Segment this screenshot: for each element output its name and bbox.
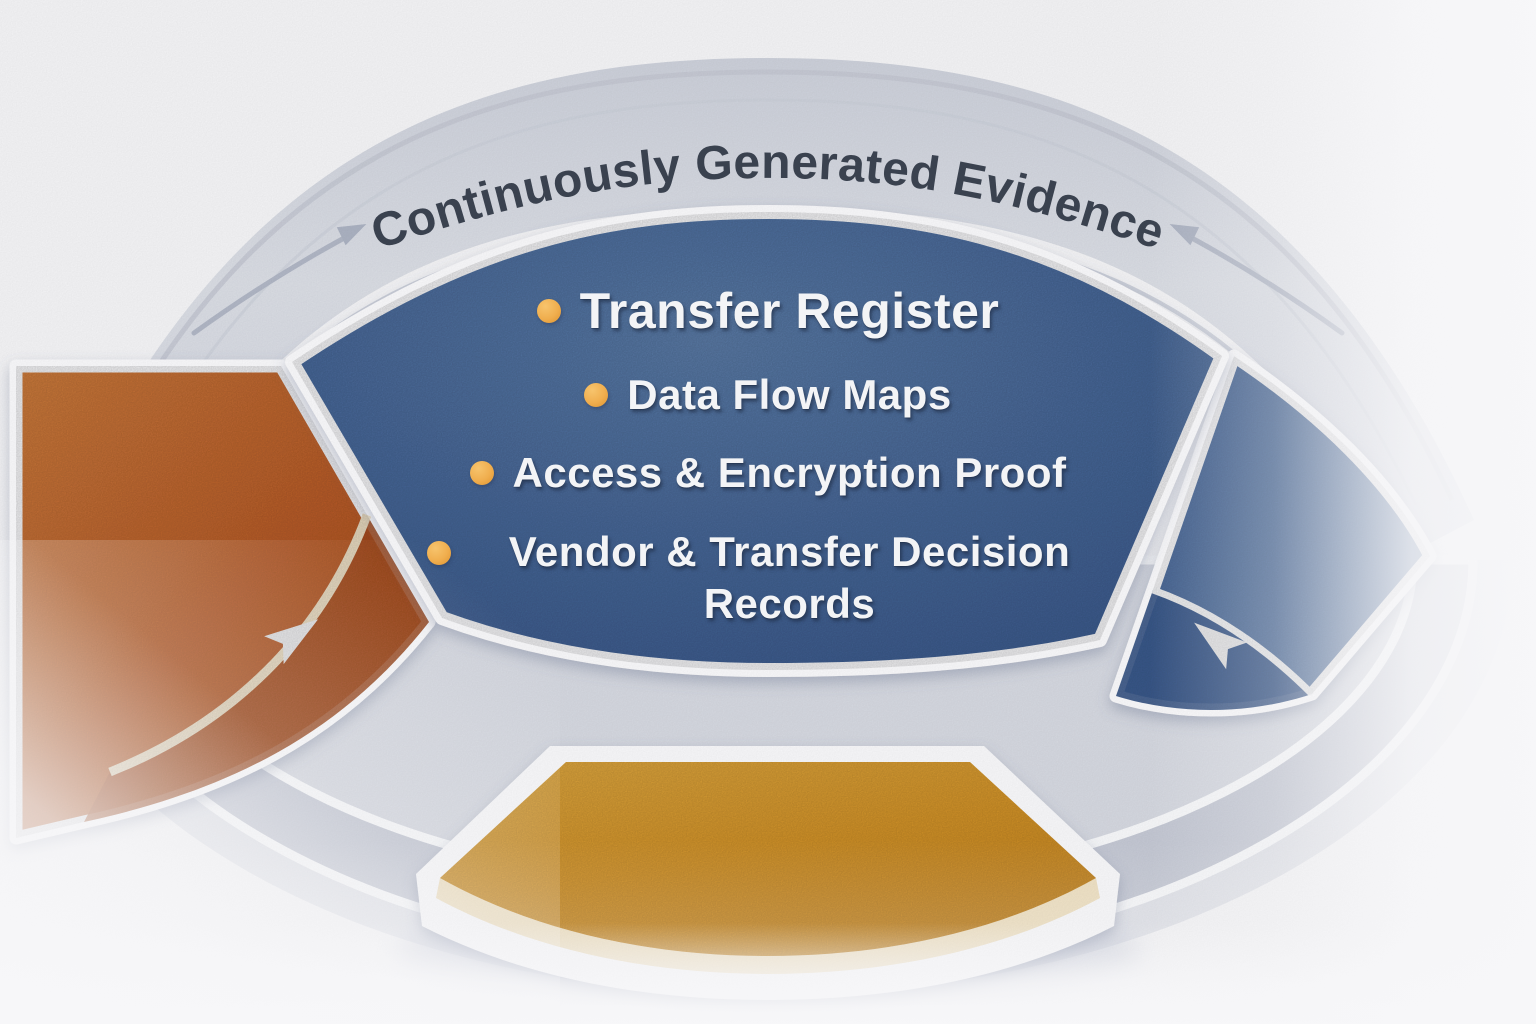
bottom-left-fade xyxy=(0,540,560,1024)
right-fade xyxy=(1150,0,1536,1024)
